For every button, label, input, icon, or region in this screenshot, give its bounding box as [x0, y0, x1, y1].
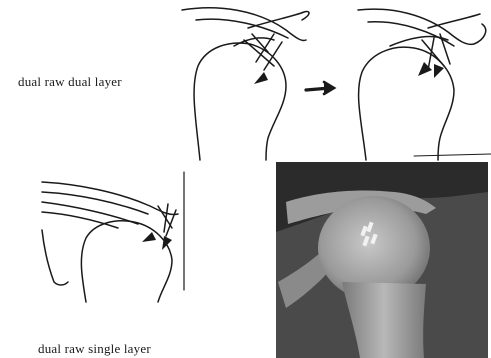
caption-dual-row-single-layer: dual raw single layer: [38, 341, 151, 357]
single-layer-diagram-panel: [38, 170, 198, 305]
caption-dual-row-dual-layer: dual raw dual layer: [18, 74, 122, 90]
xray-image: [276, 162, 488, 358]
arrow-right-icon: [306, 82, 334, 94]
dual-layer-diagram-panel: [178, 0, 491, 165]
